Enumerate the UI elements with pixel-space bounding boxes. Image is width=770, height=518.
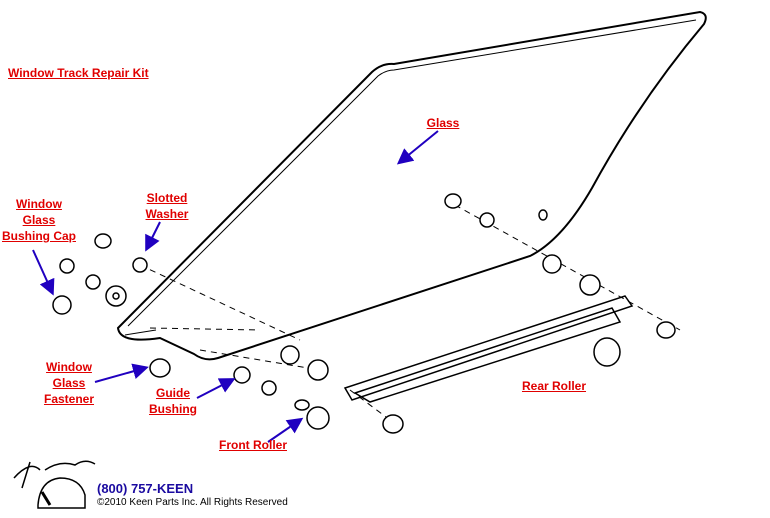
label-line: Washer bbox=[145, 207, 189, 221]
label-line: Glass bbox=[52, 376, 86, 390]
window-glass-fastener-link[interactable]: Window Glass Fastener bbox=[44, 359, 94, 407]
label-line: Window bbox=[16, 197, 62, 211]
label-line: Slotted bbox=[146, 191, 188, 205]
window-track-repair-kit-link[interactable]: Window Track Repair Kit bbox=[8, 66, 149, 80]
callout-arrows bbox=[32, 130, 439, 443]
label-line: Bushing bbox=[149, 402, 197, 416]
guide-bushing-link[interactable]: Guide Bushing bbox=[149, 385, 197, 417]
glass-link[interactable]: Glass bbox=[426, 116, 460, 130]
window-track-drawing bbox=[343, 295, 634, 403]
label-line: Fastener bbox=[43, 392, 95, 406]
keen-parts-logo bbox=[13, 460, 96, 509]
front-roller-link[interactable]: Front Roller bbox=[219, 438, 287, 452]
label-line: Guide bbox=[155, 386, 190, 400]
copyright: ©2010 Keen Parts Inc. All Rights Reserve… bbox=[97, 497, 288, 508]
label-line: Bushing Cap bbox=[2, 229, 76, 243]
label-line: Window bbox=[46, 360, 92, 374]
rear-roller-link[interactable]: Rear Roller bbox=[521, 379, 587, 393]
window-glass-drawing bbox=[116, 10, 707, 361]
phone-number: (800) 757-KEEN bbox=[97, 481, 194, 496]
label-line: Glass bbox=[22, 213, 56, 227]
window-glass-bushing-cap-link[interactable]: Window Glass Bushing Cap bbox=[2, 196, 76, 244]
assembly-lines bbox=[139, 204, 681, 421]
slotted-washer-link[interactable]: Slotted Washer bbox=[146, 190, 189, 222]
hardware-parts bbox=[52, 193, 676, 434]
